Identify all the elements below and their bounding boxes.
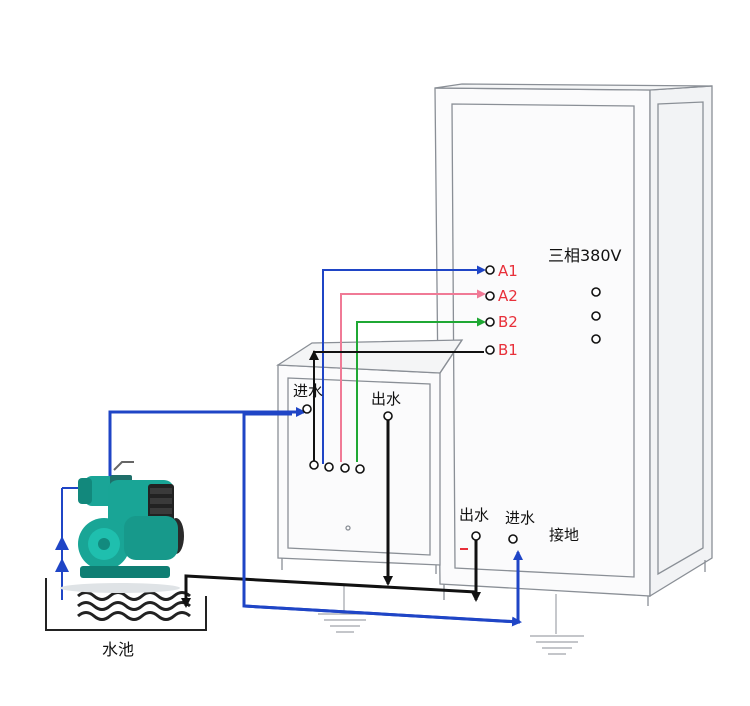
water-unit-box: [275, 339, 464, 574]
control-cabinet: [434, 83, 713, 606]
ground-symbol-left: [318, 586, 372, 633]
unit-terminals: [302, 404, 393, 474]
cabinet-inlet-label: 进水: [505, 509, 536, 527]
wire-b2: [356, 317, 486, 462]
water-pool: [45, 578, 207, 631]
terminal-b1-label: B1: [498, 341, 518, 359]
pipe-return-to-pool: [181, 574, 477, 608]
terminal-a1-label: A1: [498, 262, 518, 280]
water-waves-icon: [77, 591, 191, 621]
ground-label: 接地: [549, 526, 580, 544]
unit-outlet-label: 出水: [371, 390, 402, 408]
terminal-b2-label: B2: [498, 313, 518, 331]
pool-label: 水池: [102, 640, 135, 659]
ground-symbol-right: [530, 594, 584, 655]
unit-inlet-label: 进水: [293, 382, 324, 400]
cabinet-terminals: [471, 265, 601, 544]
water-pump-icon: [55, 461, 184, 600]
terminal-a2-label: A2: [498, 287, 518, 305]
cabinet-outlet-label: 出水: [459, 506, 490, 524]
wire-a2: [340, 289, 486, 462]
pipe-pool-to-unit-inlet: [108, 407, 306, 476]
wire-a1: [322, 265, 486, 464]
power-label: 三相380V: [548, 246, 622, 265]
